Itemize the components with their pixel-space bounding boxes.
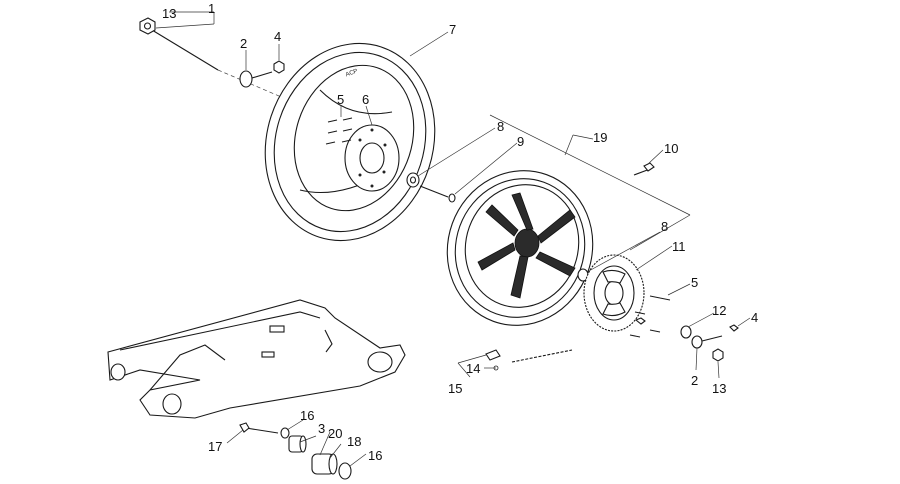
axle-nut-right <box>712 348 724 362</box>
swingarm <box>107 299 406 419</box>
callout-5: 5 <box>337 92 344 107</box>
pivot-bolt <box>239 422 279 434</box>
rear-axle <box>151 29 301 106</box>
axle-spacer <box>239 70 273 88</box>
rear-rim <box>446 170 594 326</box>
callout-3: 3 <box>318 421 325 436</box>
sprocket-bolts <box>629 295 671 338</box>
callout-15: 15 <box>448 381 462 396</box>
callout-17: 17 <box>208 439 222 454</box>
callout-4: 4 <box>274 29 281 44</box>
callout-4-right: 4 <box>751 310 758 325</box>
rear-sprocket <box>583 254 645 332</box>
svg-text:ACP: ACP <box>345 69 359 79</box>
callout-12: 12 <box>712 303 726 318</box>
leader-lines <box>155 11 751 467</box>
pivot-bush <box>288 435 307 453</box>
pivot-washer <box>280 427 290 439</box>
callout-labels: 13 1 2 4 7 5 6 8 9 19 10 8 11 5 12 4 2 1… <box>162 1 758 463</box>
callout-2: 2 <box>240 36 247 51</box>
adjuster-nut <box>273 60 285 74</box>
wheel-bearing-left <box>406 172 420 188</box>
pivot-washer-right <box>338 462 352 480</box>
axle-spacer-right <box>680 325 723 349</box>
pivot-bearing <box>311 453 338 475</box>
callout-9: 9 <box>517 134 524 149</box>
tyre-valve <box>633 162 655 176</box>
callout-8: 8 <box>497 119 504 134</box>
bearing-spacer <box>419 185 456 203</box>
callout-5-right: 5 <box>691 275 698 290</box>
disc-bolts <box>325 117 353 145</box>
callout-18: 18 <box>347 434 361 449</box>
callout-16: 16 <box>300 408 314 423</box>
callout-19: 19 <box>593 130 607 145</box>
callout-13: 13 <box>162 6 176 21</box>
callout-16-right: 16 <box>368 448 382 463</box>
callout-20: 20 <box>328 426 342 441</box>
callout-14: 14 <box>466 361 480 376</box>
callout-6: 6 <box>362 92 369 107</box>
callout-10: 10 <box>664 141 678 156</box>
callout-2-right: 2 <box>691 373 698 388</box>
callout-1: 1 <box>208 1 215 16</box>
axle-nut <box>139 17 156 35</box>
callout-7: 7 <box>449 22 456 37</box>
callout-13-right: 13 <box>712 381 726 396</box>
callout-11: 11 <box>672 239 686 254</box>
callout-8-right: 8 <box>661 219 668 234</box>
brake-disc <box>344 124 400 192</box>
drive-chain <box>485 349 573 371</box>
adjuster-nut-right <box>729 324 739 332</box>
